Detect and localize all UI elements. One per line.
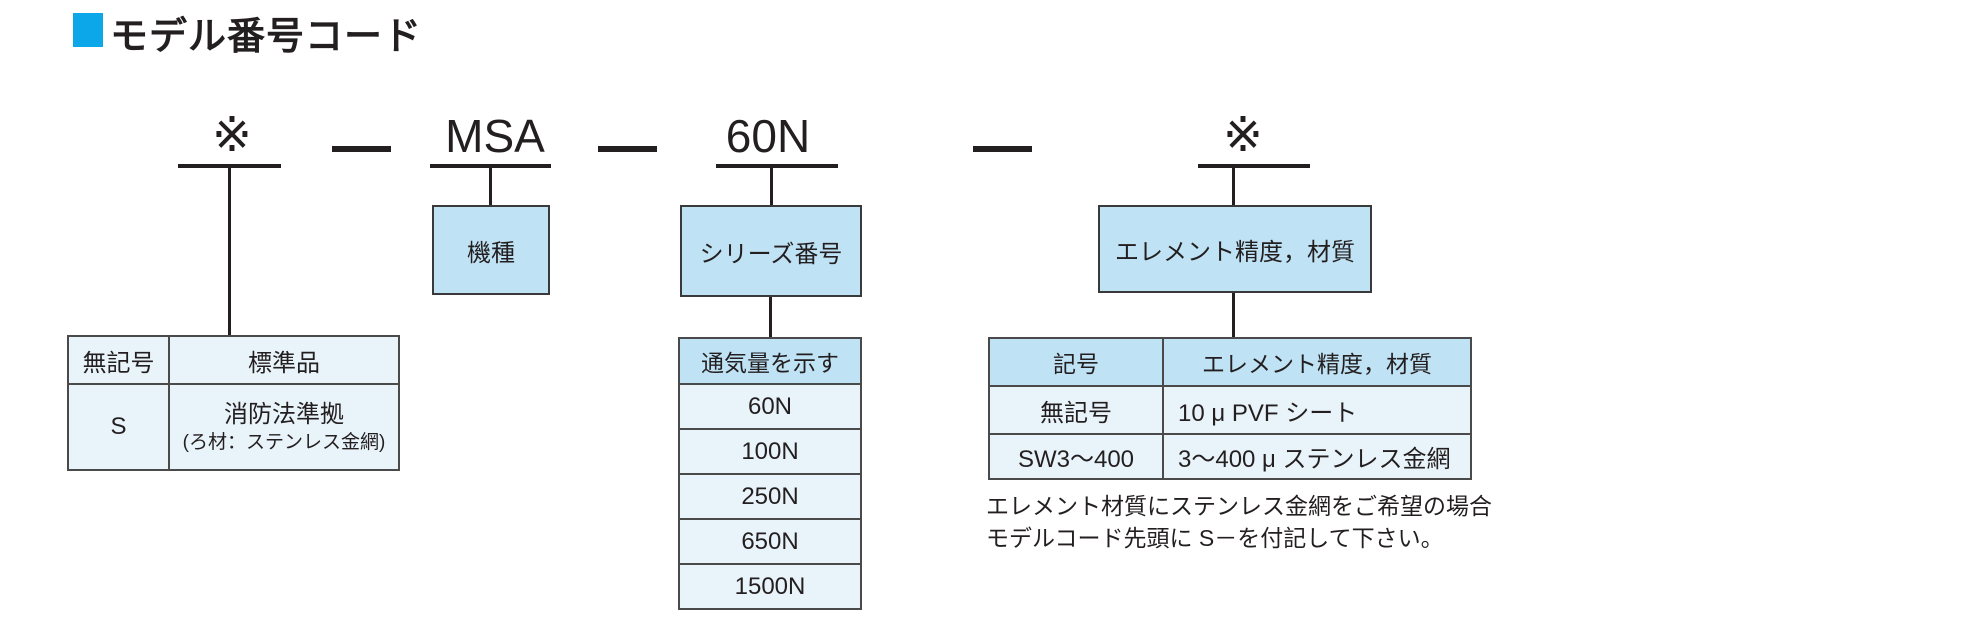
table-row: 60N	[678, 383, 862, 430]
element-table-header-spec: エレメント精度，材質	[1162, 337, 1472, 387]
table-row: S 消防法準拠 (ろ材：ステンレス金網)	[67, 383, 400, 471]
code-prefix: ※	[211, 109, 253, 162]
prefix-meaning-main: 消防法準拠	[224, 401, 344, 428]
code-model: MSA	[445, 110, 545, 162]
table-row: 250N	[678, 473, 862, 520]
footnote-line: エレメント材質にステンレス金網をご希望の場合	[986, 493, 1492, 519]
connector-model-to-box	[489, 166, 492, 207]
connector-box-to-element-table	[1232, 291, 1235, 339]
dash-separator	[598, 146, 657, 152]
footnote: エレメント材質にステンレス金網をご希望の場合 モデルコード先頭に S－を付記して…	[986, 490, 1492, 554]
prefix-table-symbol: 無記号	[67, 335, 170, 385]
series-option: 650N	[678, 518, 862, 565]
dash-separator	[332, 146, 391, 152]
underline-suffix	[1198, 164, 1310, 168]
connector-suffix-to-box	[1232, 166, 1235, 207]
page-title: モデル番号コード	[110, 16, 423, 58]
connector-box-to-series-table	[769, 295, 772, 339]
table-row: 650N	[678, 518, 862, 565]
table-row: SW3～400 3～400 μ ステンレス金網	[988, 433, 1472, 480]
code-suffix: ※	[1222, 109, 1264, 162]
connector-series-to-box	[770, 166, 773, 207]
series-table-header: 通気量を示す	[678, 337, 862, 385]
element-spec: 10 μ PVF シート	[1162, 385, 1472, 435]
table-row: 無記号 標準品	[67, 335, 400, 385]
underline-series	[716, 164, 838, 168]
prefix-table-symbol: S	[67, 383, 170, 471]
series-option: 1500N	[678, 563, 862, 610]
element-symbol: 無記号	[988, 385, 1164, 435]
table-row: 1500N	[678, 563, 862, 610]
callout-model-type: 機種	[432, 205, 550, 295]
code-series: 60N	[725, 110, 811, 162]
element-spec: 3～400 μ ステンレス金網	[1162, 433, 1472, 480]
callout-element-spec: エレメント精度，材質	[1098, 205, 1372, 293]
series-option: 250N	[678, 473, 862, 520]
callout-series-number: シリーズ番号	[680, 205, 862, 297]
table-row: 無記号 10 μ PVF シート	[988, 385, 1472, 435]
prefix-table: 無記号 標準品 S 消防法準拠 (ろ材：ステンレス金網)	[67, 335, 400, 471]
heading-accent-square	[73, 13, 103, 47]
table-row: 100N	[678, 428, 862, 475]
connector-prefix-to-table	[228, 166, 231, 336]
series-option: 100N	[678, 428, 862, 475]
element-symbol: SW3～400	[988, 433, 1164, 480]
prefix-table-meaning: 標準品	[168, 335, 400, 385]
table-row: 通気量を示す	[678, 337, 862, 385]
dash-separator	[973, 146, 1032, 152]
series-table: 通気量を示す 60N 100N 250N 650N 1500N	[678, 337, 862, 610]
element-table: 記号 エレメント精度，材質 無記号 10 μ PVF シート SW3～400 3…	[988, 337, 1472, 480]
footnote-line: モデルコード先頭に S－を付記して下さい。	[986, 525, 1444, 551]
prefix-table-meaning: 消防法準拠 (ろ材：ステンレス金網)	[168, 383, 400, 471]
table-row: 記号 エレメント精度，材質	[988, 337, 1472, 387]
element-table-header-symbol: 記号	[988, 337, 1164, 387]
series-option: 60N	[678, 383, 862, 430]
prefix-meaning-sub: (ろ材：ステンレス金網)	[182, 432, 386, 453]
